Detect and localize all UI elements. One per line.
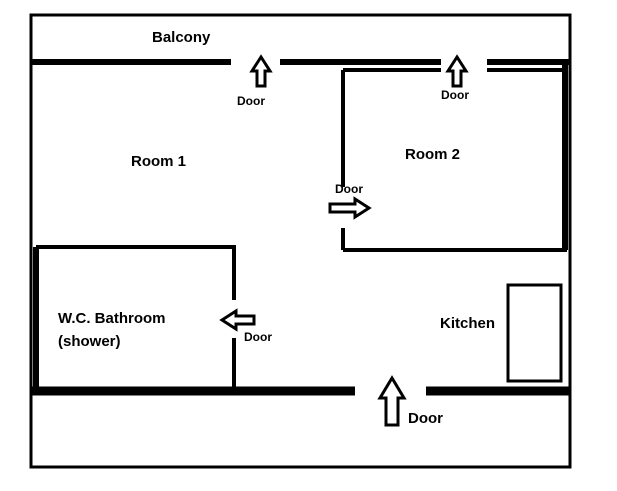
bathroom-walls [33,245,236,387]
balcony-door-left-label: Door [237,94,265,108]
room2-label: Room 2 [405,146,460,163]
door-arrow-up-icon [249,54,273,88]
room1-label: Room 1 [131,153,186,170]
balcony-label: Balcony [152,29,211,46]
door-arrow-up-icon [445,54,469,88]
room2-door-label: Door [335,182,363,196]
door-arrow-left-icon [219,308,256,332]
door-arrow-right-icon [328,196,372,220]
outer-wall [29,13,572,469]
entrance-door-label: Door [408,410,443,427]
bathroom-label: W.C. Bathroom [58,310,166,327]
room2-walls [341,62,568,252]
balcony-door-right-label: Door [441,88,469,102]
bathroom-door-label: Door [244,330,272,344]
kitchen-counter [506,283,563,383]
entrance-arrow-up-icon [377,375,407,427]
bathroom-sublabel: (shower) [58,333,121,350]
kitchen-label: Kitchen [440,315,495,332]
